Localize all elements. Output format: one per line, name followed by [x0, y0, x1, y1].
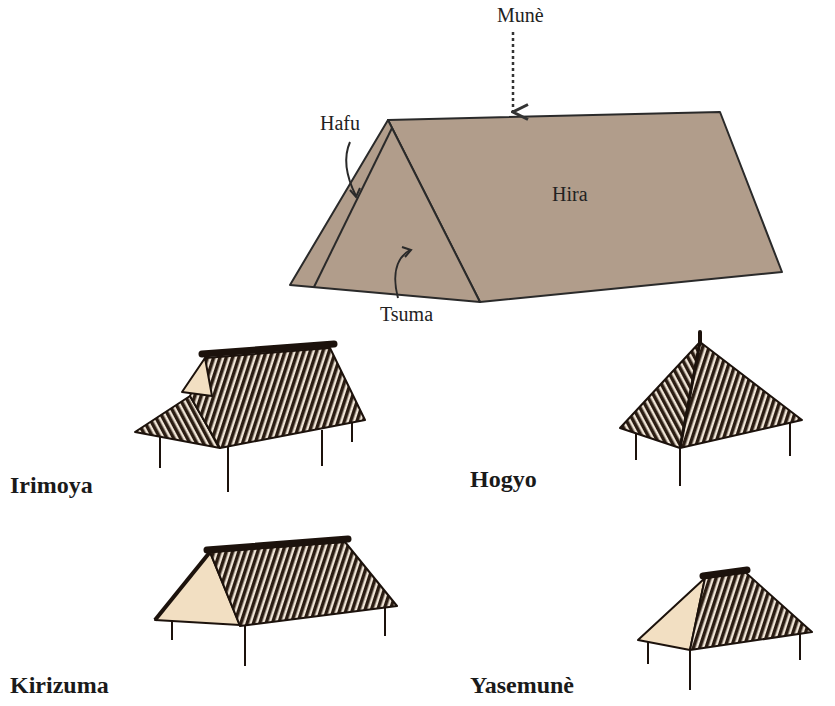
part-name: Munè	[497, 4, 544, 27]
irimoya-roof	[135, 344, 365, 492]
gable-roof	[290, 112, 782, 302]
part-name: Tsuma	[380, 303, 433, 326]
part-name: Hafu	[320, 112, 360, 135]
roof-type-name: Irimoya	[10, 472, 93, 500]
hafu-leader	[346, 142, 356, 196]
hogyo-roof	[620, 332, 802, 486]
roof-type-name: Hogyo	[470, 466, 537, 494]
roof-type-name: Kirizuma	[10, 672, 109, 700]
tsuma-face	[290, 120, 480, 302]
part-name: Hira	[552, 183, 588, 206]
mune-arrow	[512, 32, 515, 112]
hafu-leader-tip	[350, 188, 360, 197]
kirizuma-roof	[155, 539, 397, 666]
tsuma-leader-tip	[402, 247, 411, 257]
yasemune-roof	[638, 570, 812, 690]
hafu-line	[314, 128, 392, 287]
roof-type-name: Yasemunè	[470, 672, 574, 700]
tsuma-leader	[395, 250, 410, 298]
